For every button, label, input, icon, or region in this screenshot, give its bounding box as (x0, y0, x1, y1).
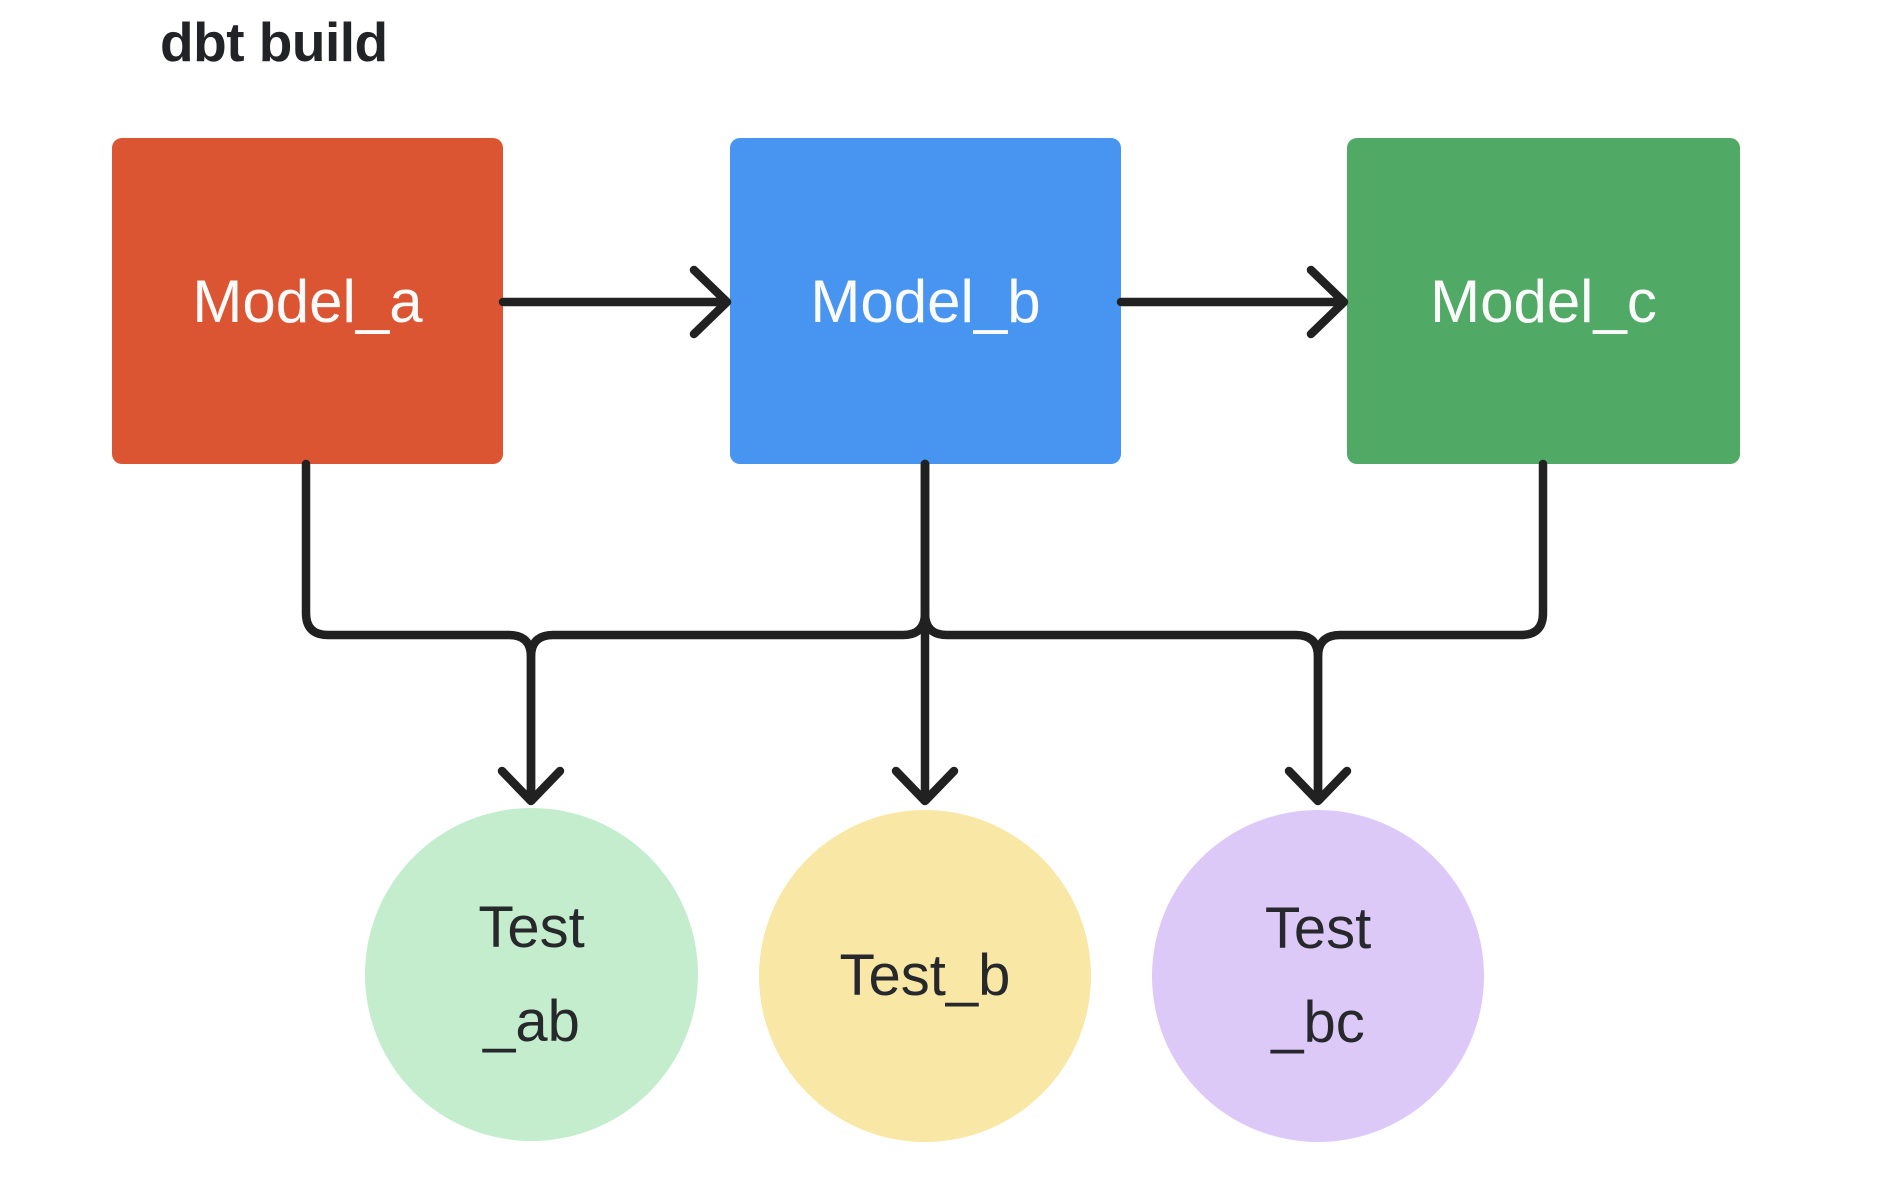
node-test-ab-label: Test _ab (478, 894, 585, 1054)
edge-model-c-to-test-bc (1313, 459, 1548, 802)
arrowhead-test-bc (1284, 766, 1352, 806)
arrowhead-test-b (891, 766, 959, 806)
node-test-b: Test_b (759, 810, 1091, 1142)
edge-model-a-to-model-b (498, 265, 732, 339)
node-model-c: Model_c (1347, 138, 1740, 464)
edge-model-b-to-model-c (1116, 265, 1349, 339)
node-test-bc-label: Test _bc (1264, 896, 1372, 1055)
diagram-title: dbt build (160, 11, 388, 73)
node-model-b: Model_b (730, 138, 1121, 464)
node-model-a: Model_a (112, 138, 503, 464)
node-test-bc: Test _bc (1152, 810, 1484, 1142)
node-test-b-label: Test_b (839, 943, 1011, 1009)
edge-model-b-to-test-ab (526, 459, 930, 802)
node-model-c-label: Model_c (1430, 267, 1657, 335)
edge-model-a-to-test-ab (301, 459, 536, 802)
node-model-a-label: Model_a (192, 267, 423, 335)
edge-model-b-to-test-bc (920, 459, 1323, 802)
arrowhead-test-ab (497, 766, 565, 806)
node-test-ab: Test _ab (365, 808, 698, 1141)
node-model-b-label: Model_b (810, 267, 1041, 335)
